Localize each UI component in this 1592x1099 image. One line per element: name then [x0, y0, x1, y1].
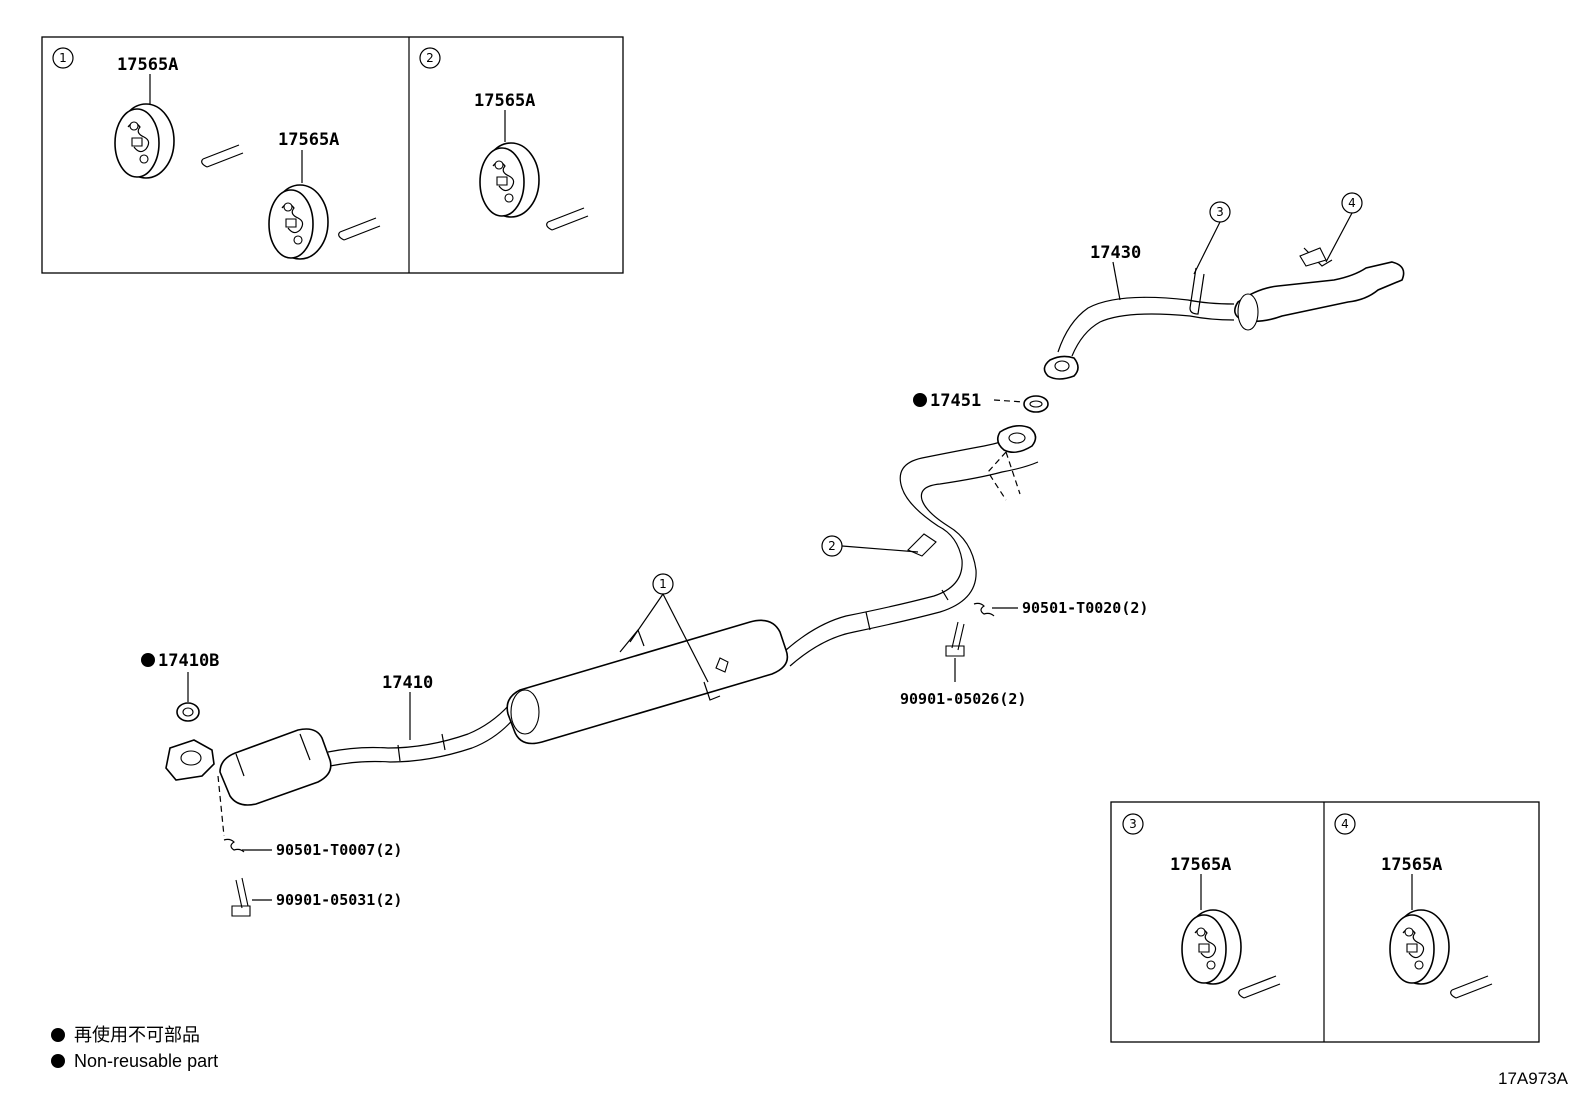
rear-muffler [1234, 261, 1405, 323]
legend-dot [51, 1028, 65, 1042]
pin-icon [1450, 975, 1493, 999]
part-label-hanger: 17565A [117, 55, 178, 75]
inset-2: 2 17565A [419, 47, 589, 231]
front-pipe [327, 701, 523, 753]
callout-number-3: 3 [1216, 205, 1224, 219]
part-label-tail-gasket: 17451 [930, 391, 981, 411]
inset-hangers-3-4: 3 17565A 4 17565A [1110, 801, 1540, 1043]
callout-number-4: 4 [1341, 817, 1349, 831]
part-label-center-spring: 90501-T0020(2) [1022, 599, 1148, 617]
callout-circle [1334, 813, 1356, 835]
hanger-icon [479, 142, 540, 218]
leader-line [1193, 221, 1221, 275]
legend-english: Non-reusable part [74, 1051, 218, 1071]
part-label-hanger: 17565A [1381, 855, 1442, 875]
part-label-tail-pipe: 17430 [1090, 243, 1141, 263]
leader-line [629, 593, 709, 683]
callout-circle [52, 47, 74, 69]
tail-pipe [1057, 296, 1235, 353]
callout-number-2: 2 [426, 51, 434, 65]
pin-icon [338, 217, 381, 241]
callout-circle [419, 47, 441, 69]
hanger-icon [268, 184, 329, 260]
non-reusable-dot [141, 653, 155, 667]
legend-japanese: 再使用不可部品 [74, 1025, 200, 1045]
leader-line [1112, 261, 1121, 301]
legend-dot [51, 1054, 65, 1068]
tail-pipe-assembly [1043, 247, 1405, 380]
callout-number-1: 1 [59, 51, 67, 65]
part-label-hanger: 17565A [1170, 855, 1231, 875]
diagram-code: 17A973A [1498, 1069, 1569, 1088]
inset-hangers-1-2: 1 17565A 17565A 2 17565A [41, 36, 624, 274]
hanger-icon [114, 103, 175, 179]
front-spring-icon [223, 838, 245, 853]
part-label-hanger: 17565A [474, 91, 535, 111]
part-label-center-bolt: 90901-05026(2) [900, 690, 1026, 708]
inset-1: 1 17565A 17565A [52, 47, 381, 260]
leader-line [993, 399, 1025, 403]
small-parts [176, 395, 1049, 917]
part-label-front-spring: 90501-T0007(2) [276, 841, 402, 859]
non-reusable-dot [913, 393, 927, 407]
center-bolt-icon [945, 621, 965, 657]
inset-frame [41, 36, 624, 274]
front-bolt-icon [231, 877, 251, 917]
inset-frame [1110, 801, 1540, 1043]
center-spring-icon [973, 602, 995, 617]
callout-number-2: 2 [828, 539, 836, 553]
labels: 1 2 3 4 17430 17451 17410B 17410 90501-T… [141, 192, 1363, 909]
pin-icon [546, 207, 589, 231]
part-label-front-gasket: 17410B [158, 651, 219, 671]
callout-number-3: 3 [1129, 817, 1137, 831]
front-pipe-assembly [165, 619, 789, 806]
part-label-front-pipe: 17410 [382, 673, 433, 693]
pin-icon [201, 144, 244, 168]
inset-3: 3 17565A [1122, 813, 1281, 999]
part-label-hanger: 17565A [278, 130, 339, 150]
pin-icon [1238, 975, 1281, 999]
leader-line [1325, 212, 1353, 263]
legend: 再使用不可部品 Non-reusable part [51, 1025, 218, 1071]
main-muffler [506, 619, 789, 745]
leader-line [841, 545, 919, 553]
center-pipe [785, 424, 1039, 667]
callout-number-4: 4 [1348, 196, 1356, 210]
hanger-icon [1389, 909, 1450, 985]
inset-4: 4 17565A [1334, 813, 1493, 999]
part-label-front-bolt: 90901-05031(2) [276, 891, 402, 909]
callout-circle [1122, 813, 1144, 835]
hanger-icon [1181, 909, 1242, 985]
catalytic-converter [219, 728, 332, 806]
callout-number-1: 1 [659, 577, 667, 591]
